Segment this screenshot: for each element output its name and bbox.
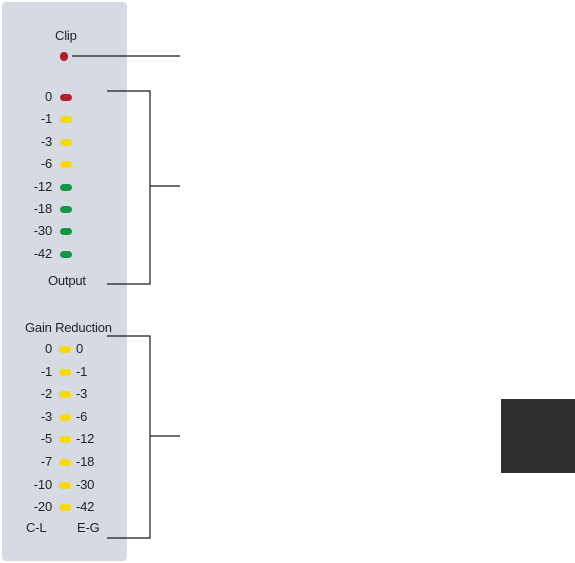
gain-reduction-right-label: -42 [76,499,95,515]
gain-reduction-led [59,459,71,466]
gain-reduction-right-label: -3 [76,386,88,402]
gain-reduction-footer-right: E-G [77,520,100,535]
output-level-label: -3 [40,133,52,149]
gain-reduction-led [59,368,71,376]
output-led [60,116,72,124]
output-led [60,161,72,169]
gain-reduction-led [59,346,71,353]
output-level-label: -6 [40,156,52,172]
gain-reduction-right-label: -12 [76,431,95,447]
output-level-label: -18 [33,201,52,216]
gain-reduction-label: Gain Reduction [25,320,112,335]
gain-reduction-bracket [107,335,151,539]
output-level-label: -42 [33,245,52,261]
gain-reduction-led [59,413,71,421]
output-level-label: -1 [40,111,52,127]
gain-reduction-left-label: -2 [40,386,52,402]
gain-reduction-led [59,504,71,512]
output-level-label: 0 [44,89,52,104]
output-led [60,94,72,101]
output-level-label: -30 [33,223,52,239]
gain-reduction-led [59,391,71,399]
gain-reduction-right-label: 0 [76,341,84,356]
gain-reduction-footer-left: C-L [26,520,47,535]
gain-reduction-led [59,436,71,444]
output-led [60,183,72,191]
output-led [60,250,72,258]
gain-reduction-left-label: -7 [40,454,52,469]
gain-reduction-led [59,481,71,489]
clip-label: Clip [55,28,77,43]
output-level-label: -12 [33,178,52,194]
page-tab-marker [501,399,575,473]
gain-reduction-left-label: -5 [40,431,52,447]
gain-reduction-right-label: -30 [76,476,95,492]
gain-reduction-left-label: -3 [40,408,52,424]
gain-reduction-left-label: -10 [33,476,52,492]
output-bracket [107,90,151,285]
gain-reduction-right-label: -6 [76,408,88,424]
output-led [60,228,72,236]
output-label: Output [48,273,86,288]
gain-reduction-left-label: -20 [33,499,52,515]
output-led [60,206,72,213]
output-led [60,138,72,146]
clip-led [60,52,68,61]
gain-reduction-right-label: -18 [76,454,95,469]
gain-reduction-left-label: -1 [40,363,52,379]
gain-reduction-right-label: -1 [76,363,88,379]
gain-reduction-left-label: 0 [44,341,52,356]
